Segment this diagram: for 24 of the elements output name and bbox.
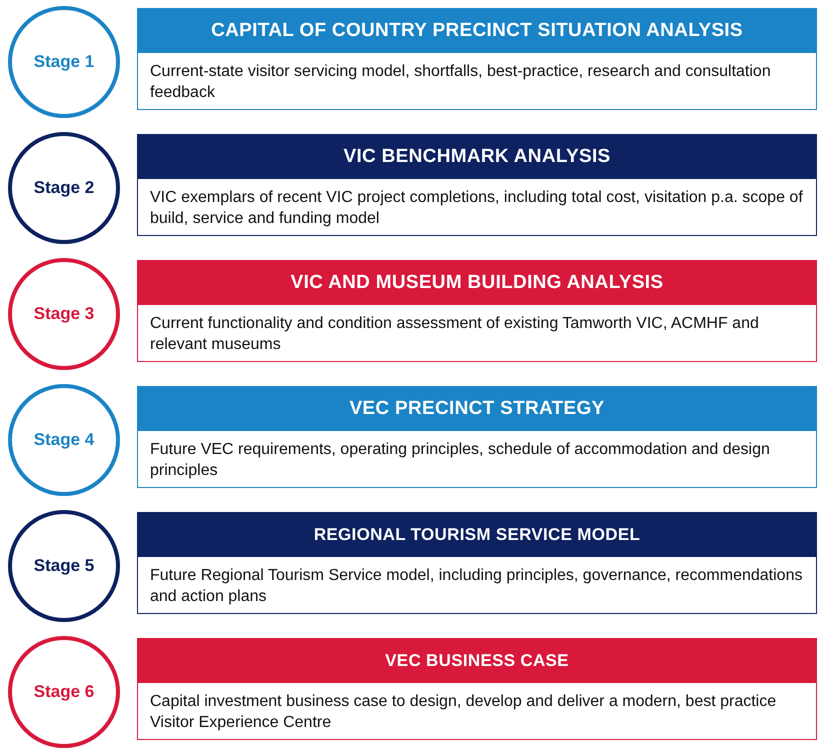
stage-description: Current functionality and condition assessment of existing Tamworth VIC, ACMHF and relevant museums: [149, 314, 760, 355]
stage-label: Stage 1: [34, 52, 94, 72]
stage-card: [137, 512, 817, 614]
stage-card: [137, 638, 817, 740]
stage-description: Future Regional Tourism Service model, including principles, governance, recommendations and action plans: [149, 566, 804, 607]
stage-heading-band: REGIONAL TOURISM SERVICE MODEL: [138, 513, 816, 557]
stage-card: [137, 386, 817, 488]
stage-label: Stage 4: [34, 430, 94, 450]
stage-description: Future VEC requirements, operating principles, schedule of accommodation and design principles: [149, 440, 771, 481]
stage-heading-band: VEC PRECINCT STRATEGY: [138, 387, 816, 431]
stage-description: Current-state visitor servicing model, shortfalls, best-practice, research and consultation feedback: [149, 62, 772, 103]
stage-label: Stage 3: [34, 304, 94, 324]
stage-card: [137, 8, 817, 110]
stage-card: [137, 260, 817, 362]
stage-heading-band: VIC AND MUSEUM BUILDING ANALYSIS: [138, 261, 816, 305]
stage-card: [137, 134, 817, 236]
stage-description: VIC exemplars of recent VIC project completions, including total cost, visitation p.a. scope of build, service and funding model: [149, 188, 804, 229]
stage-description: Capital investment business case to design, develop and deliver a modern, best practice Visitor Experience Centre: [149, 692, 778, 733]
stage-heading-band: VEC BUSINESS CASE: [138, 639, 816, 683]
stage-heading-band: VIC BENCHMARK ANALYSIS: [138, 135, 816, 179]
stage-heading-band: CAPITAL OF COUNTRY PRECINCT SITUATION ANALYSIS: [138, 9, 816, 53]
stage-label: Stage 5: [34, 556, 94, 576]
stage-label: Stage 6: [34, 682, 94, 702]
stage-label: Stage 2: [34, 178, 94, 198]
